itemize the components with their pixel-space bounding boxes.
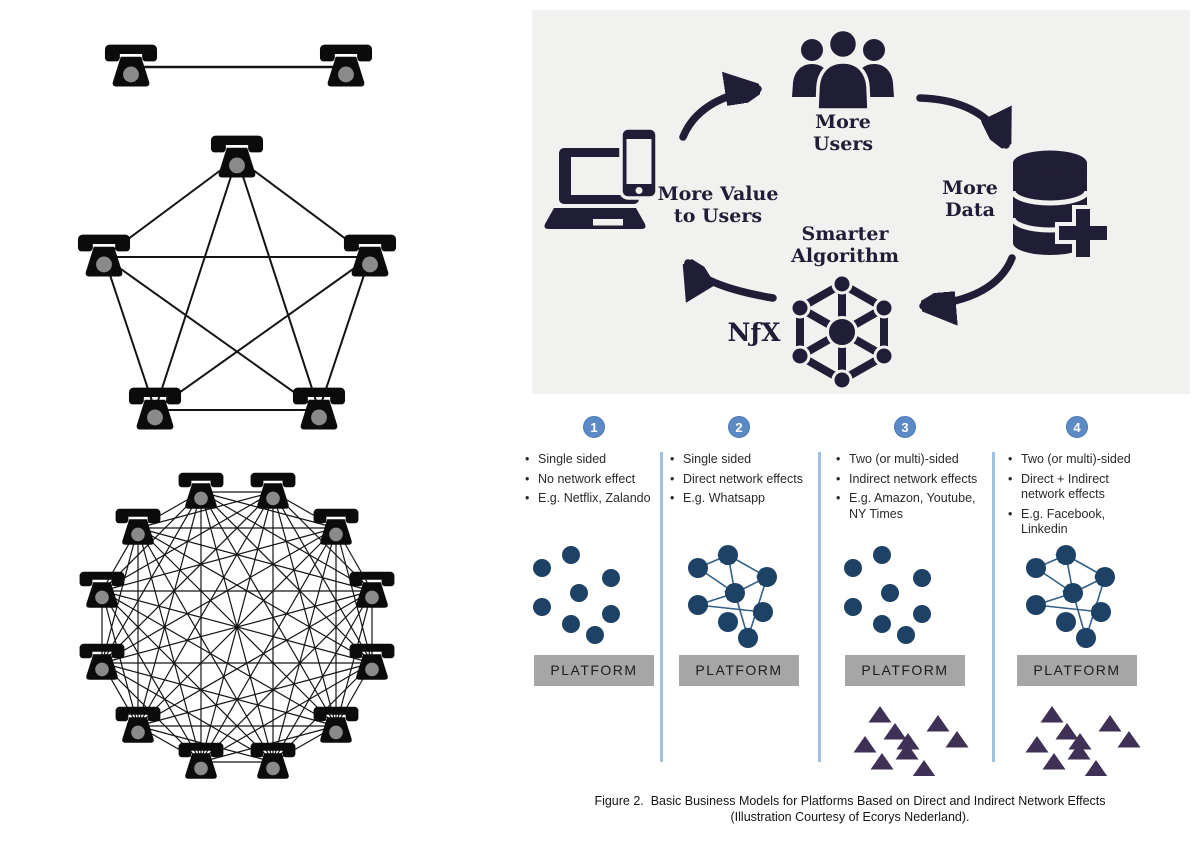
connected-users-diagram (1026, 545, 1115, 648)
second-side-triangles-diagram (1025, 706, 1141, 776)
figure-caption: Figure 2. Basic Business Models for Plat… (520, 793, 1180, 825)
bullet-list: Two (or multi)-sided Direct + Indirect n… (1006, 452, 1152, 542)
bullet-item: E.g. Amazon, Youtube, NY Times (834, 491, 980, 522)
nfx-label: NƒX (727, 318, 781, 347)
bullet-item: E.g. Netflix, Zalando (523, 491, 669, 507)
column-number-badge: 1 (583, 416, 605, 438)
column-separator-1 (660, 452, 663, 762)
scattered-users-diagram (533, 546, 620, 644)
column-separator-3 (992, 452, 995, 762)
phone-networks-panel (77, 44, 397, 779)
bullet-list: Two (or multi)-sided Indirect network ef… (834, 452, 980, 526)
platform-box: PLATFORM (534, 655, 654, 686)
laptop-phone-icon (544, 126, 659, 229)
platform-model-column-2: 2 Single sided Direct network effects E.… (662, 410, 816, 790)
bullet-item: Single sided (668, 452, 814, 468)
network-2-phones (104, 44, 373, 87)
connected-users-diagram (688, 545, 777, 648)
caption-line-1: Figure 2. Basic Business Models for Plat… (594, 794, 1106, 808)
column-number-badge: 2 (728, 416, 750, 438)
bullet-item: Two (or multi)-sided (834, 452, 980, 468)
platform-box: PLATFORM (679, 655, 799, 686)
network-5-phones (77, 135, 397, 430)
platform-model-column-1: 1 Single sided No network effect E.g. Ne… (517, 410, 671, 790)
bullet-list: Single sided Direct network effects E.g.… (668, 452, 814, 511)
bullet-item: No network effect (523, 472, 669, 488)
bullet-item: E.g. Whatsapp (668, 491, 814, 507)
platform-model-column-4: 4 Two (or multi)-sided Direct + Indirect… (1000, 410, 1154, 790)
column-number-badge: 3 (894, 416, 916, 438)
second-side-triangles-diagram (853, 706, 969, 776)
molecule-network-icon (789, 273, 895, 391)
bullet-item: Direct + Indirect network effects (1006, 472, 1152, 503)
bullet-item: Direct network effects (668, 472, 814, 488)
bullet-item: E.g. Facebook, Linkedin (1006, 507, 1152, 538)
flywheel-artwork (544, 27, 1111, 391)
column-number-badge: 4 (1066, 416, 1088, 438)
caption-line-2: (Illustration Courtesy of Ecorys Nederla… (730, 810, 970, 824)
platform-box: PLATFORM (845, 655, 965, 686)
bullet-list: Single sided No network effect E.g. Netf… (523, 452, 669, 511)
users-icon (792, 27, 894, 112)
column-separator-2 (818, 452, 821, 762)
database-plus-icon (1010, 150, 1111, 261)
scattered-users-diagram (844, 546, 931, 644)
curved-cycle-arrow-icon (679, 89, 1016, 306)
bullet-item: Single sided (523, 452, 669, 468)
bullet-item: Two (or multi)-sided (1006, 452, 1152, 468)
bullet-item: Indirect network effects (834, 472, 980, 488)
platform-model-column-3: 3 Two (or multi)-sided Indirect network … (828, 410, 982, 790)
network-12-phones (79, 472, 395, 779)
platform-box: PLATFORM (1017, 655, 1137, 686)
